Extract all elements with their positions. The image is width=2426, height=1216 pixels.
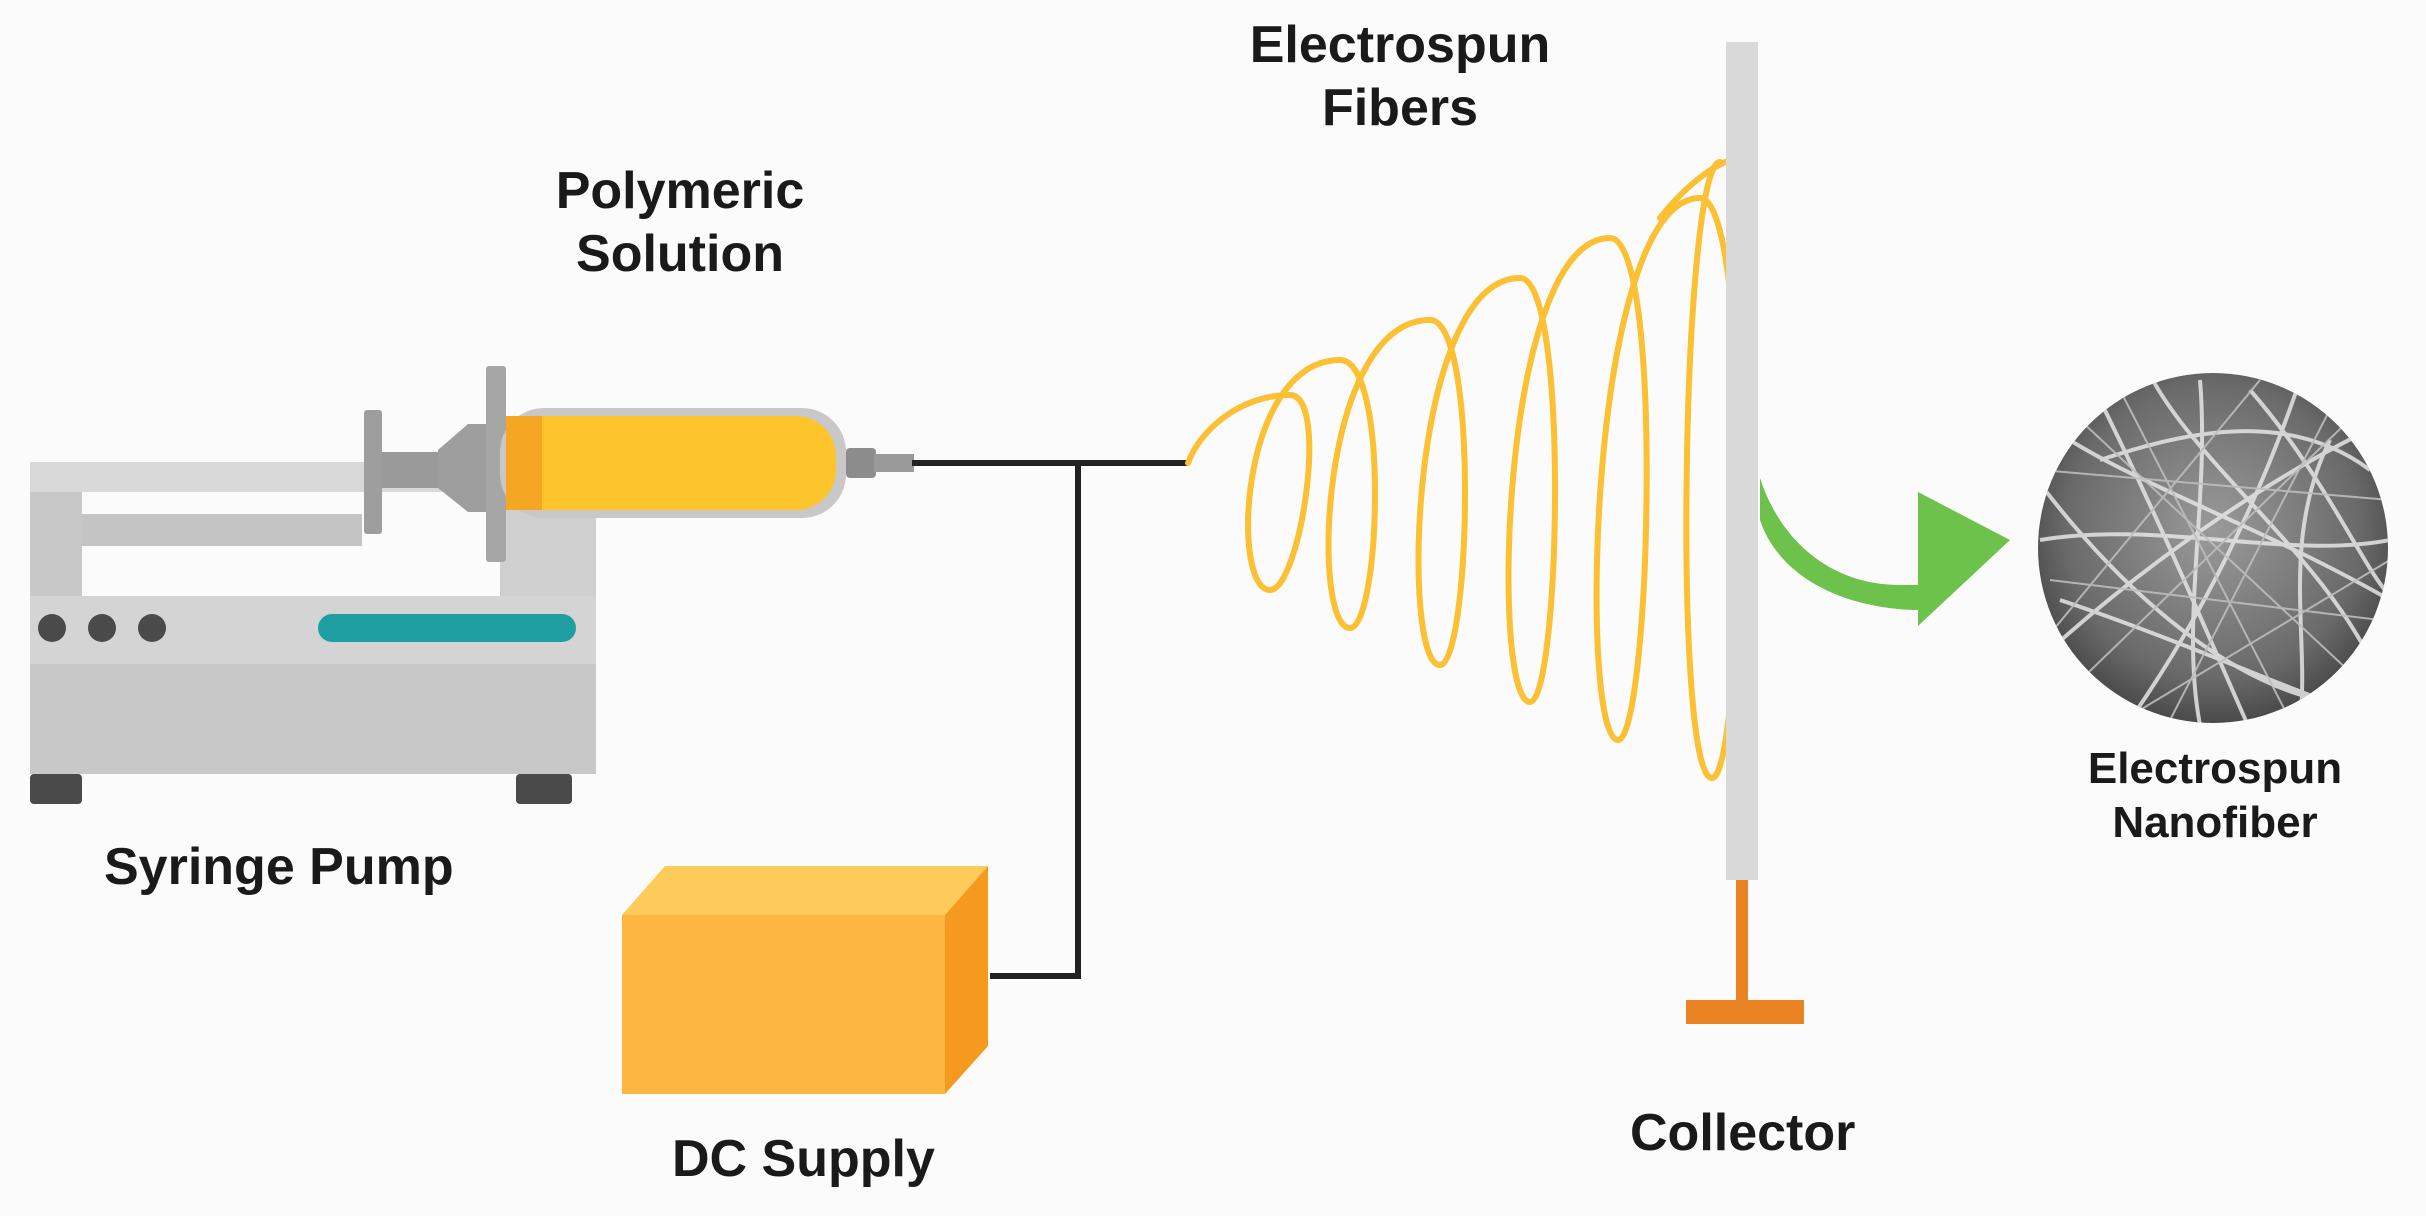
label-electrospun-fibers-line-2: Fibers — [1321, 79, 1479, 138]
label-polymeric-solution: Polymeric Solution — [530, 160, 830, 287]
label-collector-text: Collector — [1630, 1104, 1856, 1162]
nanofiber-strands — [2038, 374, 2388, 723]
nanofiber-strands-fine — [2039, 379, 2388, 721]
pump-lower-body — [30, 664, 596, 774]
label-syringe-pump-text: Syringe Pump — [104, 838, 454, 896]
syringe-plunger-rod — [380, 452, 440, 488]
syringe-stopper — [506, 416, 542, 510]
syringe-needle-hub — [874, 454, 914, 472]
label-electrospun-nanofiber: Electrospun Nanofiber — [2060, 742, 2370, 849]
arrow-head — [1918, 492, 2010, 626]
dc-supply-box — [622, 866, 988, 1094]
collector-stand-base — [1686, 1000, 1804, 1024]
dc-box-front — [622, 915, 945, 1094]
dc-box-top — [622, 866, 988, 915]
label-syringe-pump: Syringe Pump — [104, 836, 454, 899]
label-dc-supply: DC Supply — [672, 1128, 935, 1191]
label-collector: Collector — [1630, 1102, 1855, 1165]
syringe-pump — [30, 462, 596, 804]
label-dc-supply-text: DC Supply — [672, 1130, 935, 1188]
pump-button-3 — [138, 614, 166, 642]
collector-plate — [1726, 42, 1758, 880]
fiber-spiral — [1185, 159, 1742, 782]
syringe-solution — [506, 416, 836, 510]
arrow — [1760, 478, 2010, 626]
label-electrospun-nanofiber-line-2: Nanofiber — [2112, 797, 2318, 847]
wires — [912, 460, 1188, 979]
label-polymeric-solution-line-2: Solution — [576, 225, 784, 284]
collector-stand-post — [1736, 880, 1748, 1005]
label-electrospun-fibers: Electrospun Fibers — [1230, 14, 1570, 141]
syringe — [364, 366, 914, 562]
collector — [1686, 42, 1804, 1024]
label-electrospun-nanofiber-line-1: Electrospun — [2087, 744, 2343, 793]
wire-dc-supply — [990, 463, 1081, 979]
label-polymeric-solution-line-1: Polymeric — [555, 162, 805, 220]
arrow-shaft — [1760, 478, 1930, 611]
pump-button-2 — [88, 614, 116, 642]
syringe-flange — [486, 366, 506, 562]
syringe-tip — [846, 448, 876, 478]
pump-foot-left — [30, 774, 82, 804]
pump-button-1 — [38, 614, 66, 642]
pump-foot-right — [516, 774, 572, 804]
dc-box-side — [945, 866, 988, 1094]
pump-slot — [318, 614, 576, 642]
label-electrospun-fibers-line-1: Electrospun — [1249, 16, 1551, 74]
nanofiber-disc — [2038, 373, 2388, 723]
fiber-spiral-tail — [1657, 157, 1735, 221]
syringe-plunger-thumb — [364, 410, 382, 534]
pump-guide-rod — [82, 514, 362, 546]
syringe-plunger-cone — [438, 424, 488, 512]
